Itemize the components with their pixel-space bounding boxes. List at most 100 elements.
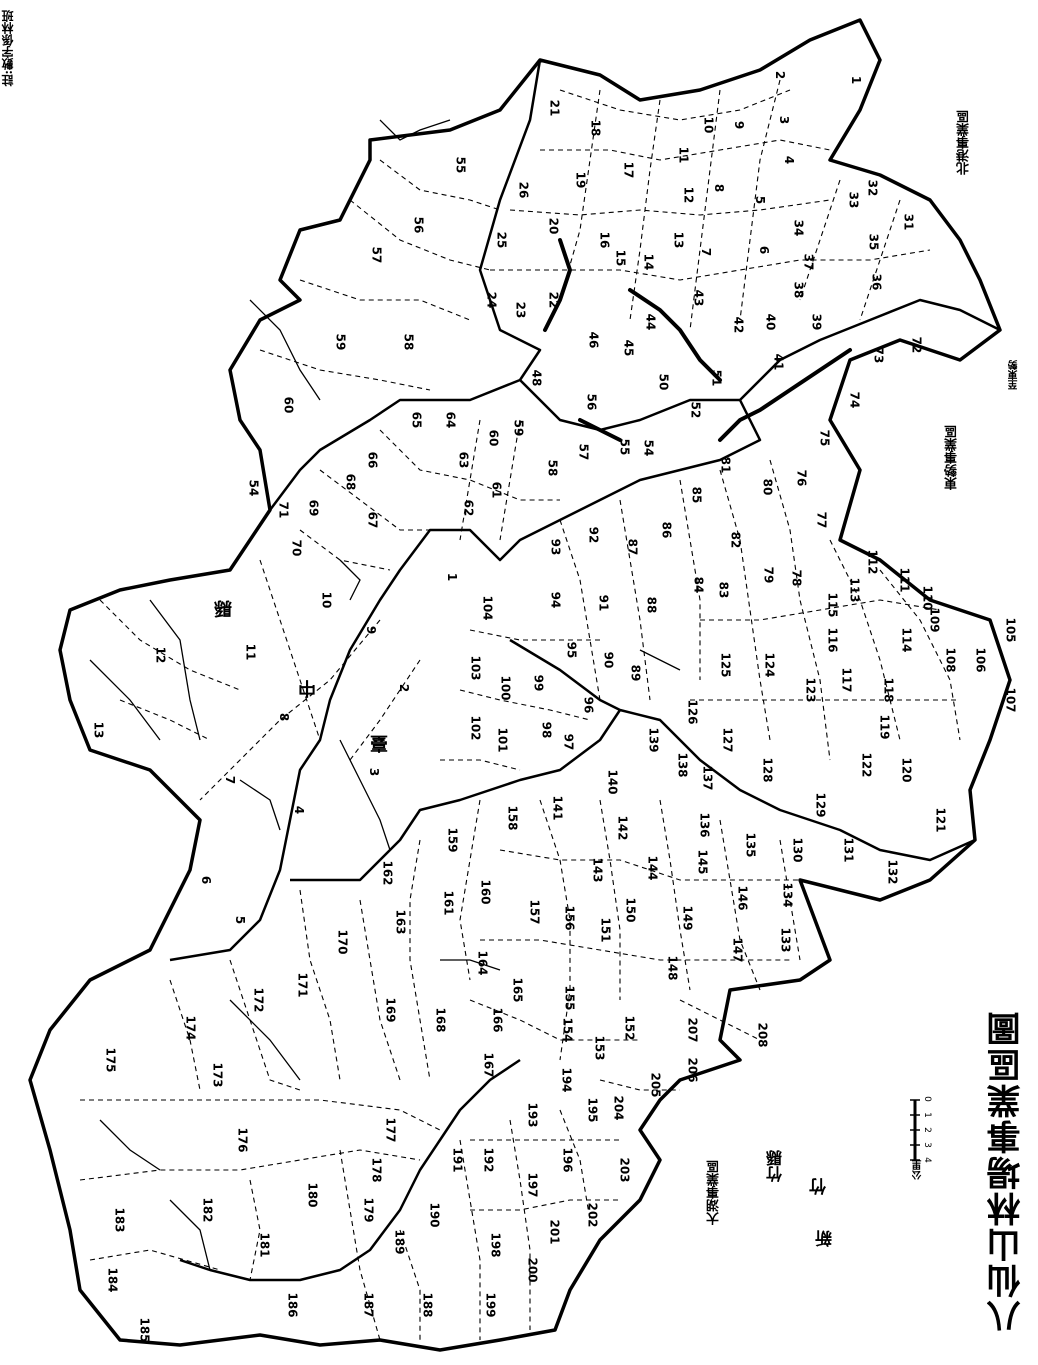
- compartment-number: 149: [680, 905, 695, 931]
- compartment-number: 126: [685, 699, 700, 725]
- compartment-number: 105: [1003, 617, 1018, 643]
- compartment-number: 117: [839, 667, 854, 693]
- compartment-number: 88: [644, 596, 659, 614]
- compartment-number: 148: [665, 955, 680, 981]
- direction-label: 至東勢: [1009, 360, 1020, 390]
- compartment-number: 58: [545, 459, 560, 477]
- compartment-number: 165: [510, 977, 525, 1003]
- compartment-number: 107: [1003, 687, 1018, 713]
- north-district-label: 北港事業區: [957, 110, 972, 175]
- compartment-number: 64: [443, 411, 458, 429]
- compartment-number: 1: [849, 75, 864, 85]
- compartment-number: 116: [825, 627, 840, 653]
- compartment-number: 63: [456, 451, 471, 469]
- rivers: [89, 119, 852, 1271]
- compartment-number: 177: [383, 1117, 398, 1143]
- compartment-number: 12: [153, 646, 168, 664]
- compartment-number: 22: [546, 291, 561, 309]
- compartment-number: 5: [753, 195, 768, 205]
- compartment-number: 146: [735, 885, 750, 911]
- compartment-number: 197: [525, 1172, 540, 1198]
- compartment-number: 19: [573, 171, 588, 189]
- compartment-number: 41: [771, 353, 786, 371]
- compartment-number: 161: [441, 890, 456, 916]
- compartment-number: 199: [483, 1292, 498, 1318]
- compartment-number: 56: [411, 216, 426, 234]
- compartment-number: 178: [369, 1157, 384, 1183]
- compartment-number: 189: [392, 1229, 407, 1255]
- compartment-number: 87: [625, 538, 640, 556]
- compartment-number: 24: [484, 291, 499, 309]
- compartment-number: 182: [200, 1197, 215, 1223]
- compartment-number: 77: [814, 511, 829, 529]
- compartment-number: 94: [548, 591, 563, 609]
- compartment-number: 172: [251, 987, 266, 1013]
- compartment-number: 160: [478, 879, 493, 905]
- compartment-number: 59: [333, 333, 348, 351]
- compartment-number: 75: [817, 429, 832, 447]
- compartment-number: 62: [461, 499, 476, 517]
- compartment-number: 76: [794, 469, 809, 487]
- compartment-number: 31: [901, 213, 916, 231]
- compartment-number: 132: [885, 859, 900, 885]
- compartment-number: 16: [597, 231, 612, 249]
- compartment-number: 46: [586, 331, 601, 349]
- compartment-number: 98: [539, 721, 554, 739]
- compartment-number: 39: [809, 313, 824, 331]
- compartment-number: 99: [531, 674, 546, 692]
- compartment-number: 6: [757, 245, 772, 255]
- compartment-number: 195: [585, 1097, 600, 1123]
- compartment-number: 188: [420, 1292, 435, 1318]
- compartment-lines: [79, 79, 961, 1341]
- compartment-number: 8: [277, 712, 292, 722]
- scale-tick-4: 4: [921, 1157, 932, 1163]
- compartment-number: 153: [592, 1035, 607, 1061]
- compartment-number: 6: [199, 875, 214, 885]
- compartment-number: 96: [581, 696, 596, 714]
- compartment-number: 154: [560, 1017, 575, 1043]
- compartment-number: 11: [676, 146, 691, 164]
- compartment-number: 138: [675, 752, 690, 778]
- compartment-number: 2: [773, 70, 788, 80]
- compartment-number: 155: [562, 985, 577, 1011]
- compartment-number: 40: [763, 313, 778, 331]
- compartment-number: 125: [718, 652, 733, 678]
- compartment-number: 10: [319, 591, 334, 609]
- compartment-number: 48: [529, 369, 544, 387]
- compartment-number: 142: [615, 815, 630, 841]
- compartment-number: 25: [494, 231, 509, 249]
- compartment-number: 191: [450, 1147, 465, 1173]
- compartment-number: 54: [641, 439, 656, 457]
- compartment-number: 36: [869, 273, 884, 291]
- compartment-number: 123: [803, 677, 818, 703]
- compartment-number: 190: [427, 1202, 442, 1228]
- compartment-number: 17: [621, 161, 636, 179]
- compartment-number: 68: [343, 473, 358, 491]
- compartment-number: 163: [393, 909, 408, 935]
- scale-tick-1: 1: [921, 1112, 932, 1118]
- compartment-number: 173: [210, 1062, 225, 1088]
- compartment-number: 168: [433, 1007, 448, 1033]
- compartment-number: 15: [613, 249, 628, 267]
- compartment-number: 176: [235, 1127, 250, 1153]
- scale-tick-3: 3: [921, 1142, 932, 1148]
- compartment-number: 66: [365, 451, 380, 469]
- compartment-number: 140: [605, 769, 620, 795]
- compartment-number: 113: [847, 577, 862, 603]
- compartment-number: 4: [782, 155, 797, 165]
- district-boundary: [28, 18, 1012, 1352]
- compartment-number: 82: [728, 531, 743, 549]
- compartment-number: 167: [481, 1052, 496, 1078]
- compartment-number: 69: [306, 499, 321, 517]
- compartment-number: 170: [335, 929, 350, 955]
- compartment-number: 147: [730, 937, 745, 963]
- compartment-number: 7: [699, 247, 714, 257]
- compartment-number: 119: [877, 714, 892, 740]
- compartment-number: 13: [91, 721, 106, 739]
- compartment-number: 110: [920, 585, 935, 611]
- compartment-number: 108: [943, 647, 958, 673]
- compartment-number: 97: [561, 733, 576, 751]
- compartment-number: 35: [866, 233, 881, 251]
- compartment-number: 11: [243, 643, 258, 661]
- compartment-number: 104: [480, 595, 495, 621]
